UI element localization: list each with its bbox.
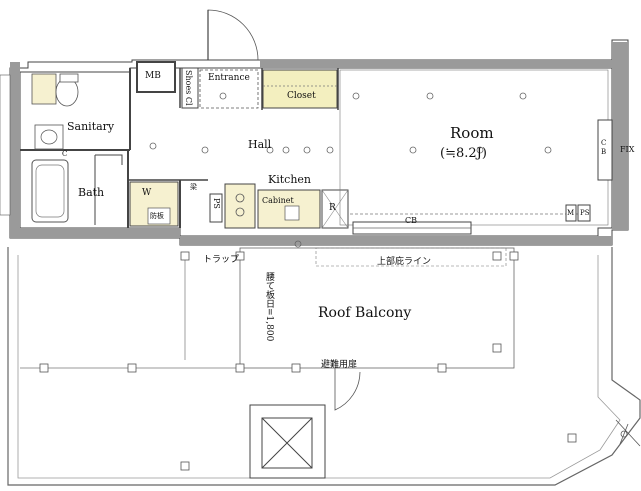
washbasin-icon — [34, 124, 64, 150]
kitchen-sink-icon — [284, 205, 300, 221]
kitchen-sink-counter — [224, 183, 256, 229]
ps-shaft-left — [209, 193, 223, 223]
wall-east — [612, 42, 628, 230]
mb-box — [136, 61, 176, 93]
cb-bottom-label: CB — [405, 216, 417, 225]
balcony-inner-edge — [17, 255, 621, 479]
washer-pan-label: 防板 — [150, 212, 164, 220]
closet-label: Closet — [287, 91, 316, 101]
mb-label: MB — [145, 71, 161, 81]
roof-balcony-label: Roof Balcony — [318, 305, 412, 321]
c-small-label: C — [62, 150, 68, 158]
stove-burner-icon — [235, 193, 245, 203]
bath-door-frame — [95, 154, 123, 165]
skylight-structure — [249, 404, 326, 479]
cb-right-label: C B — [601, 139, 607, 156]
room-area-label: (≒8.2J) — [440, 146, 487, 161]
meter-label: M — [567, 209, 575, 217]
bathtub-icon — [31, 159, 69, 223]
wall-south-west — [20, 228, 180, 238]
bathtub-inner — [35, 164, 65, 218]
ps-shaft-right — [577, 204, 591, 222]
washer-label: W — [142, 188, 152, 198]
evac-door-label: 避難用扉 — [321, 360, 358, 370]
shoes-closet-box — [181, 67, 199, 109]
wall-north — [260, 60, 612, 68]
sanitary-label: Sanitary — [67, 120, 115, 133]
trap-label: トラップ — [203, 255, 240, 265]
shoes-closet-label: Shoes Cl — [184, 70, 193, 106]
wall-tag-label: 梁 — [190, 183, 197, 191]
kitchen-label: Kitchen — [268, 173, 311, 186]
height-note-label: 腰て板日=1,800 — [264, 272, 274, 342]
fridge-cross-2 — [321, 189, 349, 229]
bath-label: Bath — [78, 186, 105, 199]
entrance-area — [199, 69, 259, 109]
wall-west-ext — [0, 74, 11, 216]
hall-label: Hall — [248, 138, 272, 151]
upper-eave-line-label: 上部庇ライン — [377, 257, 432, 267]
wall-west — [10, 62, 20, 238]
balcony-posts — [39, 251, 577, 471]
wall-south — [180, 236, 612, 245]
stove-burner-icon-2 — [235, 207, 245, 217]
toilet-tank — [59, 73, 79, 83]
washbasin-bowl — [40, 129, 58, 145]
closet-area — [262, 69, 338, 109]
ps-right-label: PS — [580, 209, 590, 217]
evac-door-swing — [334, 368, 361, 411]
sanitary-cabinet — [31, 73, 57, 105]
entrance-door-swing — [207, 9, 259, 61]
cb-panel-right — [597, 119, 613, 181]
meter-box — [565, 204, 577, 222]
compass-icon — [615, 419, 641, 447]
fix-label: FIX — [620, 145, 635, 154]
upper-eave-line-box — [315, 247, 507, 267]
cabinet-label: Cabinet — [262, 196, 294, 205]
refrigerator-label: R — [329, 203, 336, 213]
room-label: Room — [450, 124, 494, 142]
light-fixtures — [149, 92, 552, 248]
ps-left-label: PS — [212, 198, 221, 209]
washer-pan — [147, 207, 171, 225]
entrance-label: Entrance — [208, 73, 250, 83]
